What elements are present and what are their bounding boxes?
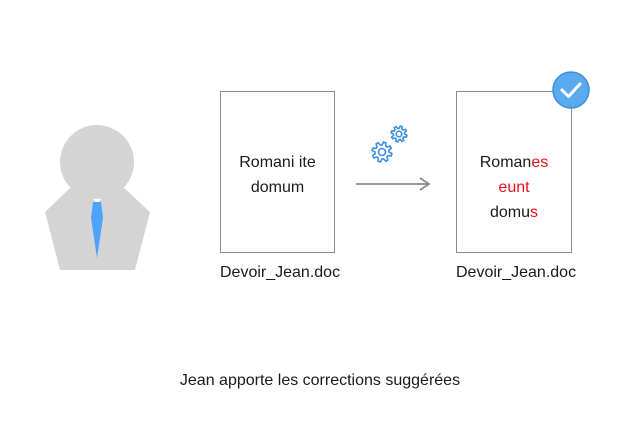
corrected-line-1: Romanes: [457, 150, 571, 175]
corrected-document-text: Romanes eunt domus: [457, 150, 571, 225]
original-document: Romani ite domum: [220, 91, 335, 253]
corrected-line-3-part-1: domu: [489, 204, 531, 221]
small-gear-hole: [395, 130, 403, 138]
tie-icon: [91, 202, 103, 258]
avatar-head: [60, 125, 134, 199]
large-gear: [371, 141, 393, 163]
corrected-line-1-correction: es: [531, 154, 549, 171]
corrected-line-3-correction: s: [530, 204, 539, 221]
gears-icon: [371, 125, 408, 163]
original-filename: Devoir_Jean.doc: [220, 264, 341, 281]
original-line-1: Romani ite: [239, 154, 316, 171]
corrected-line-2: eunt: [498, 179, 530, 196]
original-document-text: Romani ite domum: [221, 150, 334, 200]
corrected-document: Romanes eunt domus: [456, 91, 572, 253]
large-gear-hole: [377, 147, 387, 157]
user-avatar-icon: [45, 125, 150, 270]
corrected-filename: Devoir_Jean.doc: [456, 264, 577, 281]
original-line-2: domum: [250, 179, 305, 196]
checkmark-badge-icon: [552, 71, 590, 109]
caption: Jean apporte les corrections suggérées: [179, 372, 461, 389]
small-gear: [390, 125, 408, 143]
corrected-line-1-part-1: Roman: [479, 154, 532, 171]
corrected-line-3: domus: [457, 200, 571, 225]
arrow-right-icon: [356, 177, 431, 191]
